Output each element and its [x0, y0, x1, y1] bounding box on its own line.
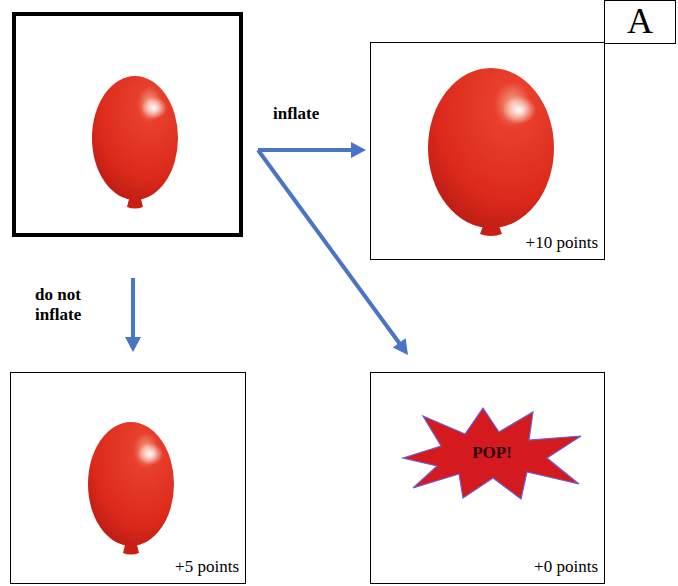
points-label: +0 points	[534, 558, 598, 577]
outcome-box: +5 points	[10, 372, 246, 584]
arrowhead	[393, 338, 408, 355]
flow-arrow	[258, 150, 408, 355]
balloon-large	[428, 68, 554, 236]
balloon-small	[92, 76, 178, 209]
arrow-line	[258, 148, 353, 152]
pop-text: POP!	[472, 444, 512, 463]
edge-label: do not inflate	[35, 285, 113, 325]
outcome-box: +0 points POP!	[370, 372, 605, 584]
arrowhead	[351, 142, 366, 158]
start-box	[12, 12, 243, 237]
balloon-small	[88, 422, 174, 555]
pop-starburst: POP!	[401, 406, 583, 501]
flow-arrow	[258, 142, 366, 158]
starburst-outline	[403, 408, 581, 499]
points-label: +5 points	[175, 558, 239, 577]
arrow-line	[258, 150, 400, 345]
panel-letter: A	[627, 2, 653, 42]
points-label: +10 points	[526, 234, 598, 253]
flow-arrow	[125, 278, 141, 352]
arrow-line	[131, 278, 135, 339]
outcome-box: +10 points	[370, 42, 605, 260]
panel-letter-box: A	[604, 0, 676, 44]
arrowhead	[125, 337, 141, 352]
edge-label: inflate	[273, 104, 319, 124]
